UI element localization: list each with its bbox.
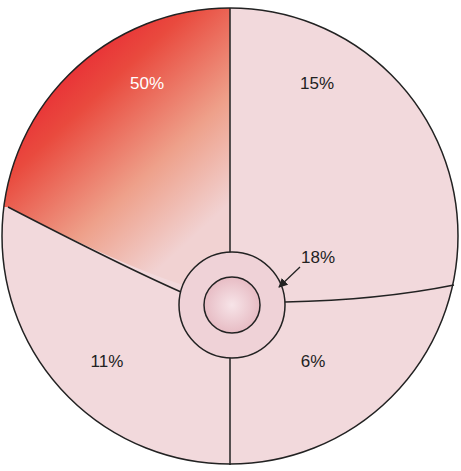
divider-line <box>8 207 181 292</box>
breast-outline <box>2 8 458 464</box>
divider-line <box>229 358 231 465</box>
percentage-label: 50% <box>130 75 164 94</box>
leader-arrow <box>279 267 300 287</box>
percentage-label: 6% <box>301 353 326 372</box>
upper-outer-quadrant <box>0 0 230 285</box>
percentage-label: 11% <box>91 353 124 372</box>
divider-line <box>285 285 454 302</box>
nipple <box>204 277 260 333</box>
areola <box>179 252 285 358</box>
percentage-label: 15% <box>300 75 334 94</box>
callout-percentage: 18% <box>301 249 335 268</box>
divider-line <box>229 8 231 252</box>
